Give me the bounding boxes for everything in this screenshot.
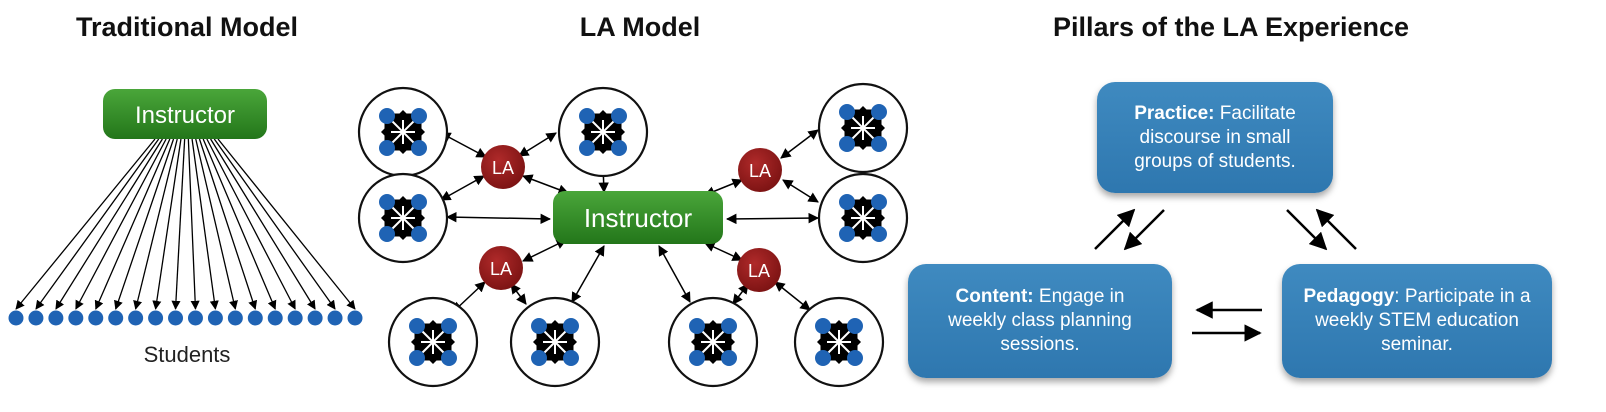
pillar-pedagogy-heading: Pedagogy [1303, 286, 1395, 307]
instructor-student-arrow [191, 138, 219, 310]
student-group-icon [795, 298, 883, 386]
pillar-pedagogy-box: Pedagogy: Participate in a weekly STEM e… [1282, 264, 1552, 378]
student-dot [128, 310, 144, 326]
la-instructor-box [553, 191, 723, 244]
pillar-content-body: Engage in weekly class planning sessions… [948, 286, 1132, 355]
instructor-student-arrow [206, 138, 296, 310]
arrow-practice-to-pedagogy [1286, 209, 1328, 251]
pillar-pedagogy-body: : Participate in a weekly STEM education… [1315, 286, 1531, 355]
instructor-student-arrow [171, 138, 186, 310]
arrow-group-la [780, 129, 819, 159]
arrow-content-to-practice [1094, 208, 1136, 250]
student-dot [327, 310, 343, 326]
instructor-student-arrow [217, 138, 356, 310]
instructor-student-arrow [55, 138, 163, 310]
instructor-student-arrow [94, 138, 171, 310]
instructor-student-arrow [15, 138, 156, 310]
student-dot [28, 310, 44, 326]
la-node-label: LA [749, 161, 771, 181]
instructor-student-arrow [75, 138, 167, 310]
la-node-label: LA [748, 261, 770, 281]
arrow-group-la [440, 175, 485, 201]
arrow-group-la [518, 132, 557, 157]
pillar-cycle-arrows [1094, 208, 1357, 342]
pillar-content-heading: Content: [955, 286, 1034, 307]
instructor-to-student-arrows [15, 138, 356, 310]
la-node: LA [738, 148, 782, 192]
student-dot [347, 310, 363, 326]
pillar-content-box: Content: Engage in weekly class planning… [908, 264, 1172, 378]
arrow-practice-to-content [1123, 209, 1165, 251]
arrow-la-instructor [522, 239, 567, 262]
arrow-group-instructor [445, 211, 552, 225]
student-dot [247, 310, 263, 326]
pillar-content-text: Content: Engage in weekly class planning… [924, 285, 1156, 357]
la-instructor-label: Instructor [584, 203, 693, 233]
pillar-practice-box: Practice: Facilitate discourse in small … [1097, 82, 1333, 193]
arrow-pedagogy-to-practice [1315, 208, 1357, 250]
student-dot [168, 310, 184, 326]
student-group-icon [389, 298, 477, 386]
arrow-instructor-la [704, 242, 743, 261]
la-node: LA [737, 248, 781, 292]
pillar-practice-body: Facilitate discourse in small groups of … [1134, 102, 1296, 172]
instructor-student-arrow [195, 138, 238, 310]
arrow-instructor-group [658, 245, 691, 303]
student-dot [227, 310, 243, 326]
instructor-student-arrow [213, 138, 336, 310]
student-dot [307, 310, 323, 326]
la-model-arrows [440, 129, 820, 313]
traditional-instructor-box [103, 89, 267, 139]
student-group-icon [819, 174, 907, 262]
arrow-la-group [510, 283, 527, 305]
student-dot [148, 310, 164, 326]
student-group-icon [511, 298, 599, 386]
arrow-group-la [782, 179, 819, 203]
instructor-student-arrow [114, 138, 175, 310]
student-dot [267, 310, 283, 326]
pillar-practice-text: Practice: Facilitate discourse in small … [1113, 102, 1317, 174]
student-dot [88, 310, 104, 326]
instructor-student-arrow [198, 138, 258, 310]
la-node: LA [481, 145, 525, 189]
student-group-icon [359, 88, 447, 176]
traditional-model-title: Traditional Model [75, 12, 299, 42]
student-dot [108, 310, 124, 326]
students-row [8, 310, 363, 326]
instructor-student-arrow [187, 138, 200, 310]
instructor-student-arrow [133, 138, 178, 310]
arrow-la-instructor [522, 174, 569, 195]
la-node-label: LA [492, 158, 514, 178]
student-dot [187, 310, 203, 326]
la-node-label: LA [490, 259, 512, 279]
pillars-title: Pillars of the LA Experience [1052, 12, 1410, 42]
pillar-pedagogy-text: Pedagogy: Participate in a weekly STEM e… [1298, 285, 1536, 357]
arrow-group-instructor [725, 212, 820, 225]
students-label: Students [143, 342, 231, 367]
pillar-practice-heading: Practice: [1134, 102, 1215, 124]
instructor-student-arrow [152, 138, 182, 310]
student-group-icon [559, 88, 647, 176]
student-dot [48, 310, 64, 326]
la-model-title: LA Model [579, 12, 701, 42]
arrow-la-group [774, 281, 811, 311]
student-dot [8, 310, 24, 326]
student-group-icon [819, 84, 907, 172]
instructor-student-arrow [202, 138, 277, 310]
arrow-group-la [440, 132, 487, 158]
student-dot [287, 310, 303, 326]
la-node: LA [479, 246, 523, 290]
traditional-instructor-label: Instructor [135, 102, 235, 129]
student-group-icon [669, 298, 757, 386]
student-dot [207, 310, 223, 326]
arrow-instructor-group [571, 245, 605, 303]
instructor-student-arrow [35, 138, 160, 310]
student-group-icon [359, 174, 447, 262]
student-dot [68, 310, 84, 326]
instructor-student-arrow [210, 138, 316, 310]
